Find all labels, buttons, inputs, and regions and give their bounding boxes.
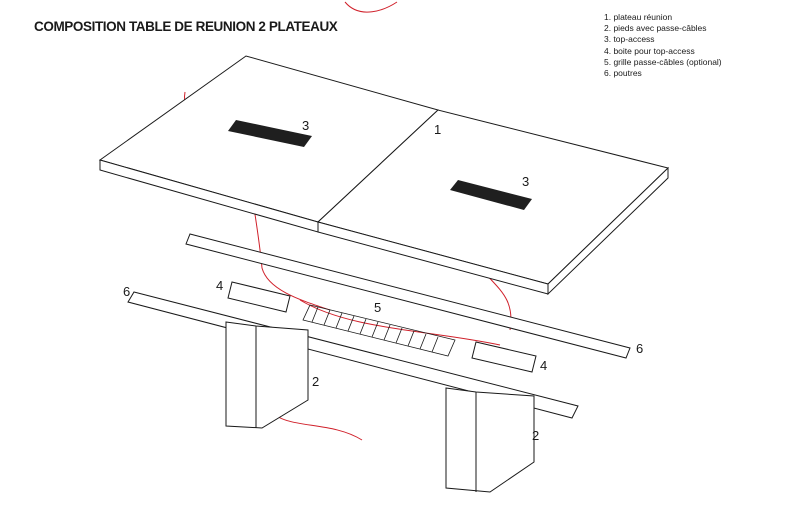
callout-2b: 2 — [532, 428, 539, 443]
top-access-right — [450, 180, 532, 210]
callout-3a: 3 — [302, 118, 309, 133]
legend-item-grille: 5. grille passe-câbles (optional) — [604, 56, 722, 67]
beam-back — [185, 233, 631, 359]
legend-item-pieds: 2. pieds avec passe-câbles — [604, 23, 707, 34]
top-access-boxes — [227, 281, 537, 373]
diagram-title: COMPOSITION TABLE DE REUNION 2 PLATEAUX — [34, 19, 338, 34]
callout-6b: 6 — [636, 341, 643, 356]
legend-item-poutres: 6. poutres — [604, 68, 642, 79]
callout-3b: 3 — [522, 174, 529, 189]
legend-item-boite: 4. boite pour top-access — [604, 45, 695, 56]
legend-item-top-access: 3. top-access — [604, 34, 655, 45]
legs — [225, 321, 535, 493]
box-right — [471, 341, 537, 373]
callout-1: 1 — [434, 122, 441, 137]
cable-grille — [302, 304, 456, 357]
callout-2a: 2 — [312, 374, 319, 389]
table-tops — [98, 55, 669, 296]
callout-4b: 4 — [540, 358, 547, 373]
callout-6a: 6 — [123, 284, 130, 299]
callouts: 1 3 3 4 4 5 6 6 2 2 — [123, 118, 643, 443]
top-access-openings — [228, 120, 532, 210]
leg-right — [445, 387, 535, 493]
top-access-left — [228, 120, 312, 147]
leg-left — [225, 321, 309, 429]
box-left — [227, 281, 291, 313]
parts-legend: 1. plateau réunion 2. pieds avec passe-c… — [604, 12, 722, 79]
legend-item-plateau: 1. plateau réunion — [604, 12, 673, 22]
callout-4a: 4 — [216, 278, 223, 293]
callout-5: 5 — [374, 300, 381, 315]
